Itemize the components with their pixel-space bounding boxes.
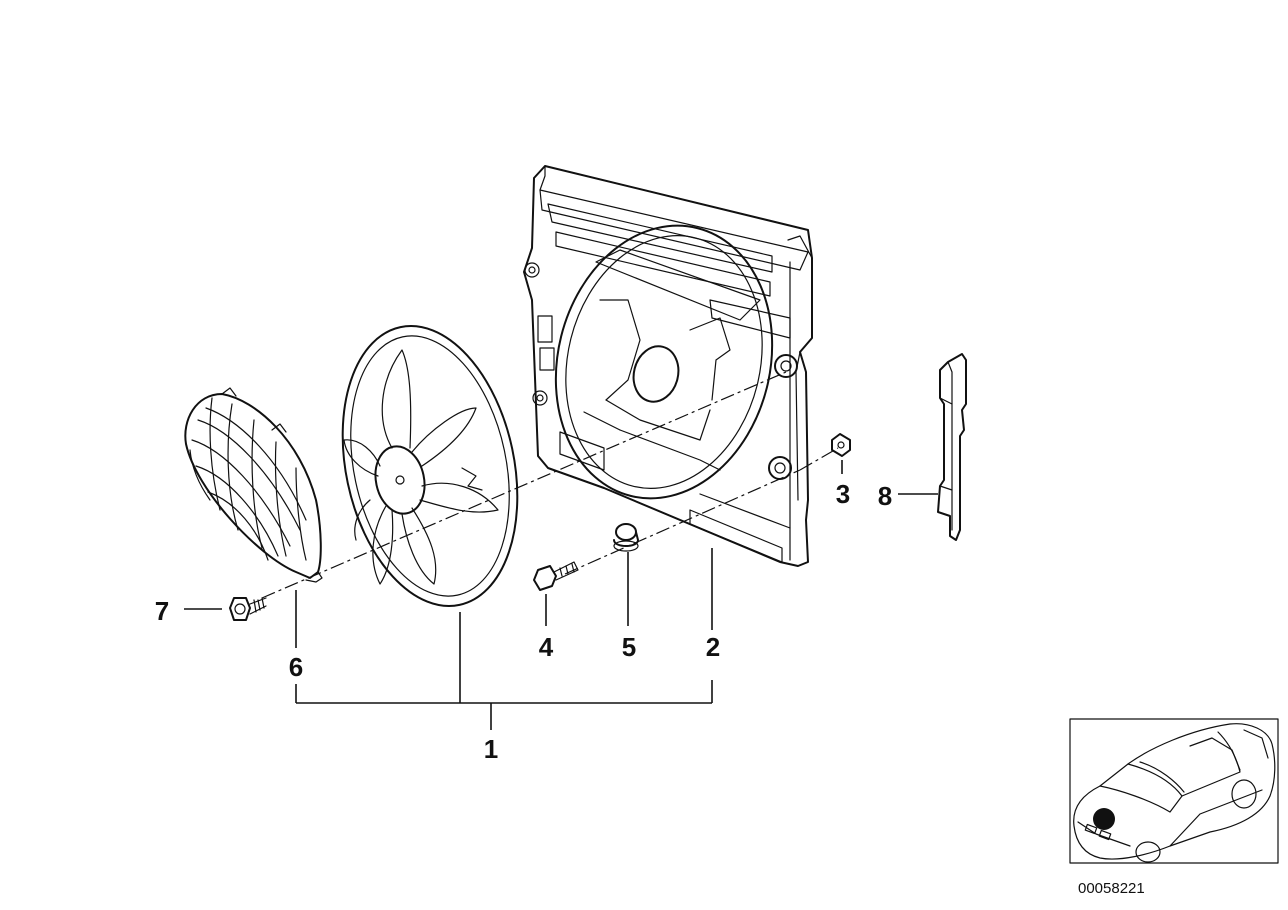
callout-7: 7 [155, 596, 169, 626]
diagram-number: 00058221 [1078, 880, 1145, 897]
location-marker [1093, 808, 1115, 830]
callout-2: 2 [706, 632, 720, 662]
callout-labels: 1 2 3 4 5 6 7 8 [155, 479, 892, 764]
callout-5: 5 [622, 632, 636, 662]
car-location-icon [1073, 723, 1276, 863]
leader-lines [184, 460, 938, 730]
car-location-inset [1069, 718, 1279, 864]
callout-3: 3 [836, 479, 850, 509]
callout-1: 1 [484, 734, 498, 764]
callout-8: 8 [878, 481, 892, 511]
screw-icon [229, 597, 267, 621]
callout-6: 6 [289, 652, 303, 682]
bracket-icon [937, 353, 967, 541]
fan-blade-icon [341, 325, 519, 607]
callout-4: 4 [539, 632, 554, 662]
grommet-icon [613, 523, 639, 552]
bolt-icon [533, 561, 579, 591]
fan-shroud-icon [523, 165, 813, 567]
fan-cover-icon [184, 387, 323, 583]
nut-icon [831, 433, 851, 457]
